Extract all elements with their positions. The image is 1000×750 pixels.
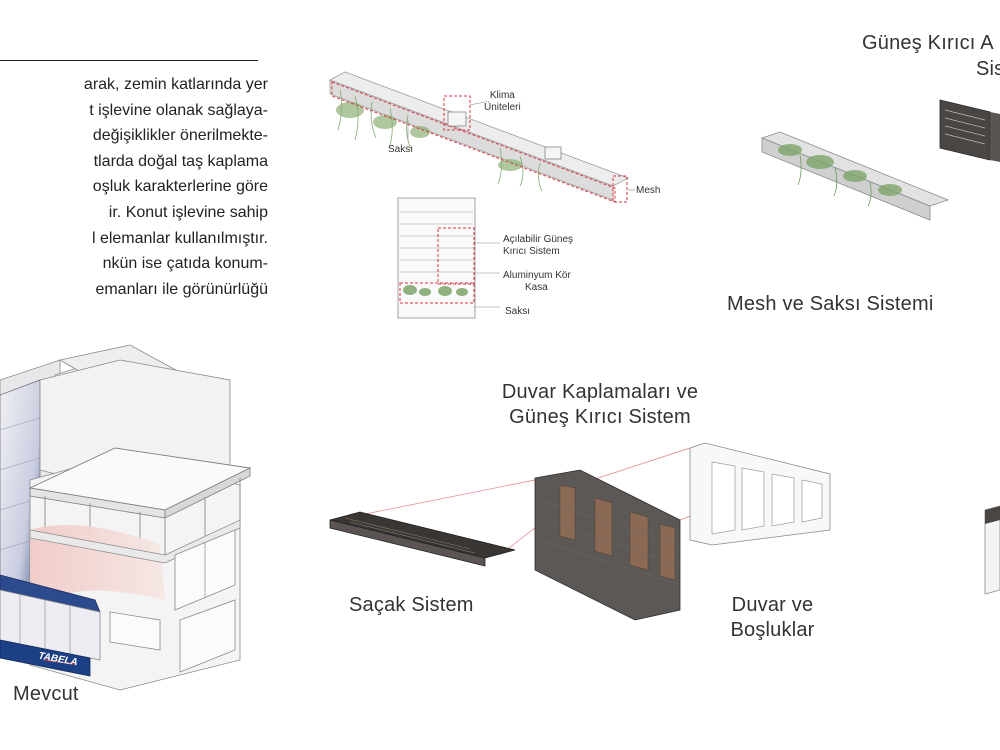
callout-saksi-top: Saksı <box>388 144 414 155</box>
label-mesh-saksi: Mesh ve Saksı Sistemi <box>727 293 934 315</box>
label-duvar-bosluk-line2: Boşluklar <box>730 619 815 641</box>
paragraph-line: l elemanlar kullanılmıştır. <box>91 229 268 247</box>
label-duvar-bosluk: Duvar ve Boşluklar <box>715 593 830 643</box>
callout-acilabilir-line1: Açılabilir Güneş <box>503 234 574 245</box>
paragraph-line: arak, zemin katlarında yer <box>83 76 268 93</box>
label-mevcut: Mevcut <box>13 683 79 705</box>
callout-acilabilir: Açılabilir Güneş Kırıcı Sistem <box>503 234 573 258</box>
label-gunes-kirici-top-line1: Güneş Kırıcı A <box>862 32 994 54</box>
callout-saksi-bottom: Saksı <box>505 306 531 317</box>
label-duvar-kaplama: Duvar Kaplamaları ve Güneş Kırıcı Sistem <box>480 380 720 430</box>
sun-breaker-elevation-illustration <box>397 197 500 319</box>
paragraph-line: ir. Konut işlevine sahip <box>108 203 268 221</box>
description-paragraph: arak, zemin katlarında yer t işlevine ol… <box>0 72 268 302</box>
callout-aluminyum-line1: Aluminyum Kör <box>503 270 571 281</box>
label-duvar-kaplama-line1: Duvar Kaplamaları ve <box>501 381 699 403</box>
planter-sunbreaker-3d-illustration <box>760 99 1000 221</box>
paragraph-line: değişiklikler önerilmekte- <box>92 127 268 145</box>
callout-klima-line1: Klima <box>489 90 515 101</box>
paragraph-line: emanları ile görünürlüğü <box>95 280 268 298</box>
label-duvar-bosluk-line1: Duvar ve <box>731 594 814 616</box>
label-gunes-kirici-top: Güneş Kırıcı A Sis <box>862 30 1000 82</box>
callout-mesh: Mesh <box>636 185 661 196</box>
callout-klima: Klima Üniteleri <box>484 90 521 114</box>
existing-building-illustration <box>0 344 252 691</box>
paragraph-line: t işlevine olanak sağlaya- <box>89 101 268 119</box>
callout-acilabilir-line2: Kırıcı Sistem <box>503 246 560 257</box>
partial-element-illustration <box>984 505 1000 595</box>
label-duvar-kaplama-line2: Güneş Kırıcı Sistem <box>509 406 691 428</box>
paragraph-line: nkün ise çatıda konum- <box>102 255 268 273</box>
label-gunes-kirici-top-line2: Sis <box>976 58 1000 80</box>
exploded-facade-illustration <box>329 442 831 621</box>
section-divider <box>0 60 258 61</box>
paragraph-line: tlarda doğal taş kaplama <box>93 152 268 170</box>
callout-klima-line2: Üniteleri <box>484 102 521 113</box>
label-sacak: Saçak Sistem <box>349 594 474 616</box>
callout-aluminyum: Aluminyum Kör Kasa <box>503 270 571 294</box>
paragraph-line: oşluk karakterlerine göre <box>92 178 268 196</box>
callout-aluminyum-line2: Kasa <box>525 282 548 293</box>
mesh-planter-strip-illustration <box>329 71 635 203</box>
